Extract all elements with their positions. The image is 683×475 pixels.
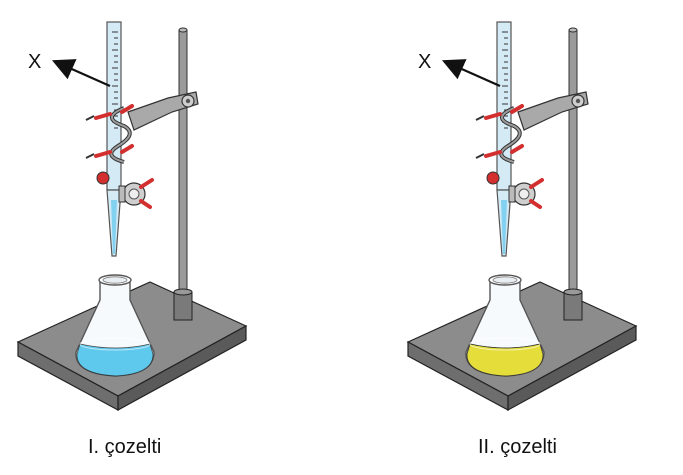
caption-solution-2: II. çozelti <box>478 436 557 458</box>
setup-1: X <box>18 22 246 410</box>
flask-solution-2 <box>466 343 544 377</box>
pointer-label-x: X <box>28 51 41 73</box>
setup-1-drawing <box>18 22 246 410</box>
pointer-label-x-2: X <box>418 51 431 73</box>
caption-solution-1: I. çozelti <box>88 436 162 458</box>
setup-2: X <box>408 22 636 410</box>
